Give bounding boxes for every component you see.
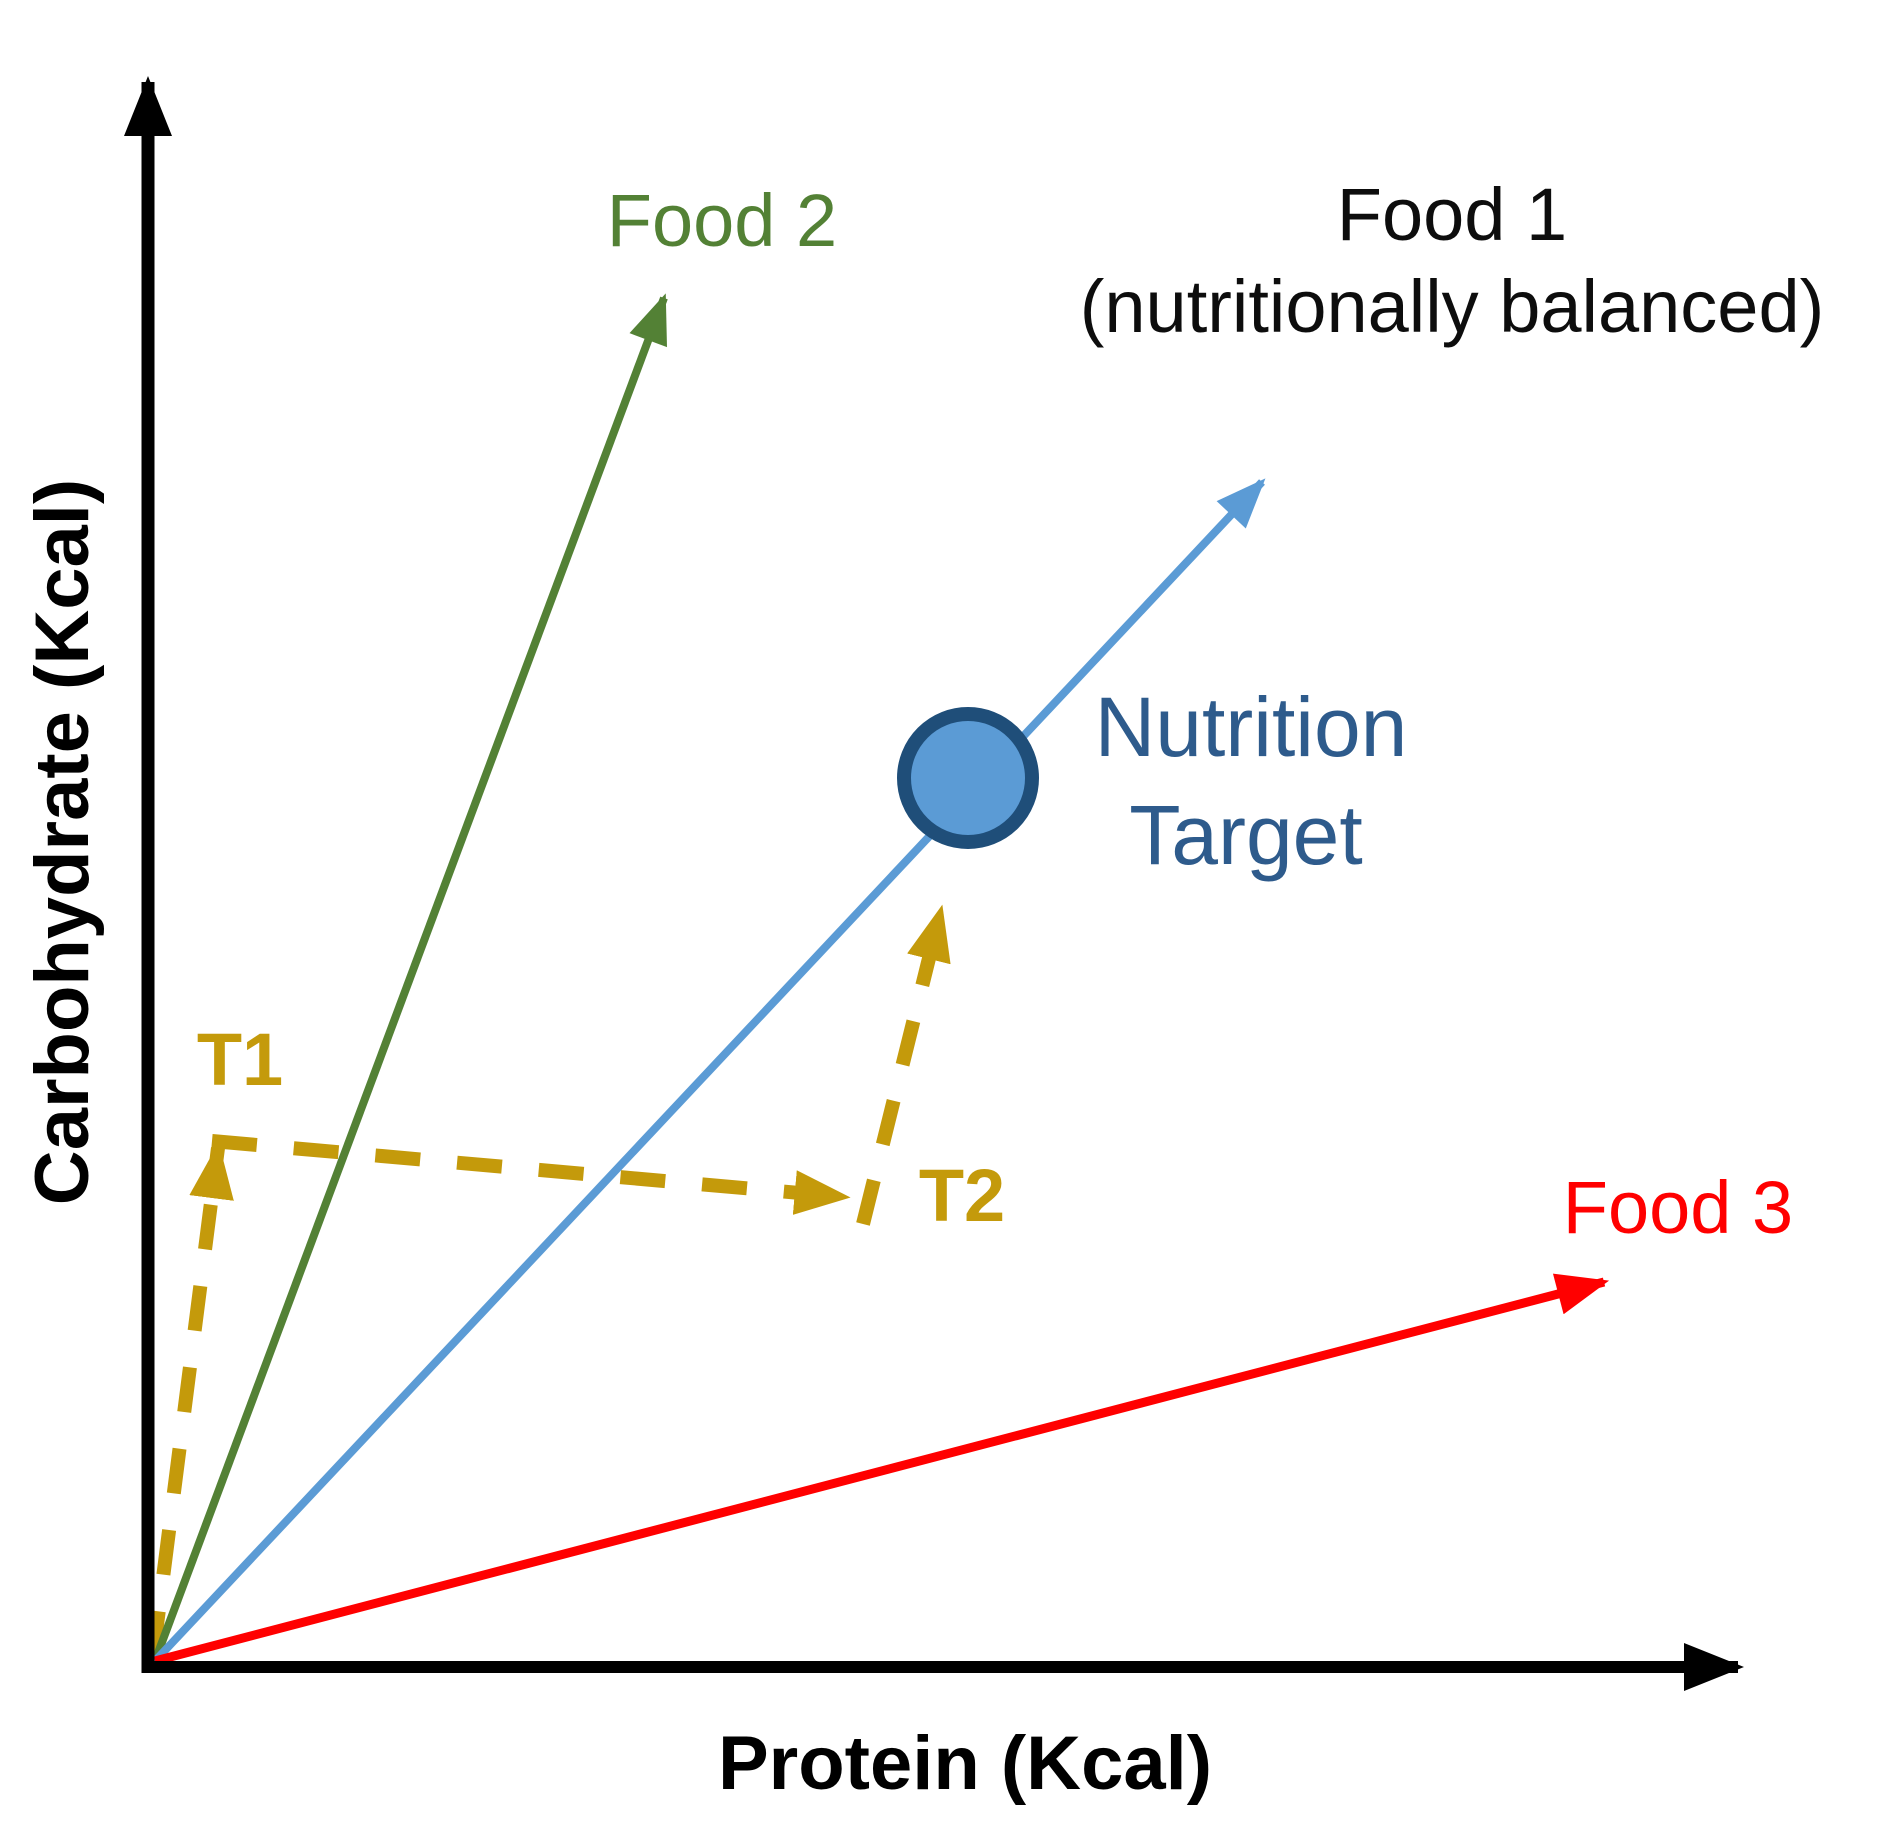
x-axis-label: Protein (Kcal) — [718, 1721, 1212, 1806]
food1-label: Food 1 — [1337, 173, 1567, 256]
food2-label: Food 2 — [607, 179, 837, 262]
nutrition-target-marker — [897, 707, 1039, 849]
trajectory-segment-t2 — [211, 1134, 851, 1215]
food3-vector — [153, 1273, 1610, 1666]
nutrition-target-label-line1: Nutrition — [1095, 680, 1408, 774]
nutrition-target-label-line2: Target — [1129, 788, 1362, 882]
food2-vector — [151, 293, 668, 1663]
t1-label: T1 — [197, 1018, 283, 1101]
t2-label: T2 — [919, 1154, 1005, 1237]
food3-label: Food 3 — [1563, 1166, 1793, 1249]
trajectory-segment-t1 — [146, 1142, 234, 1657]
food1-sublabel: (nutritionally balanced) — [1080, 265, 1825, 348]
trajectory-segment-to-target — [856, 904, 951, 1226]
food1-vector — [152, 478, 1266, 1664]
y-axis-label: Carbohydrate (Kcal) — [20, 479, 105, 1205]
